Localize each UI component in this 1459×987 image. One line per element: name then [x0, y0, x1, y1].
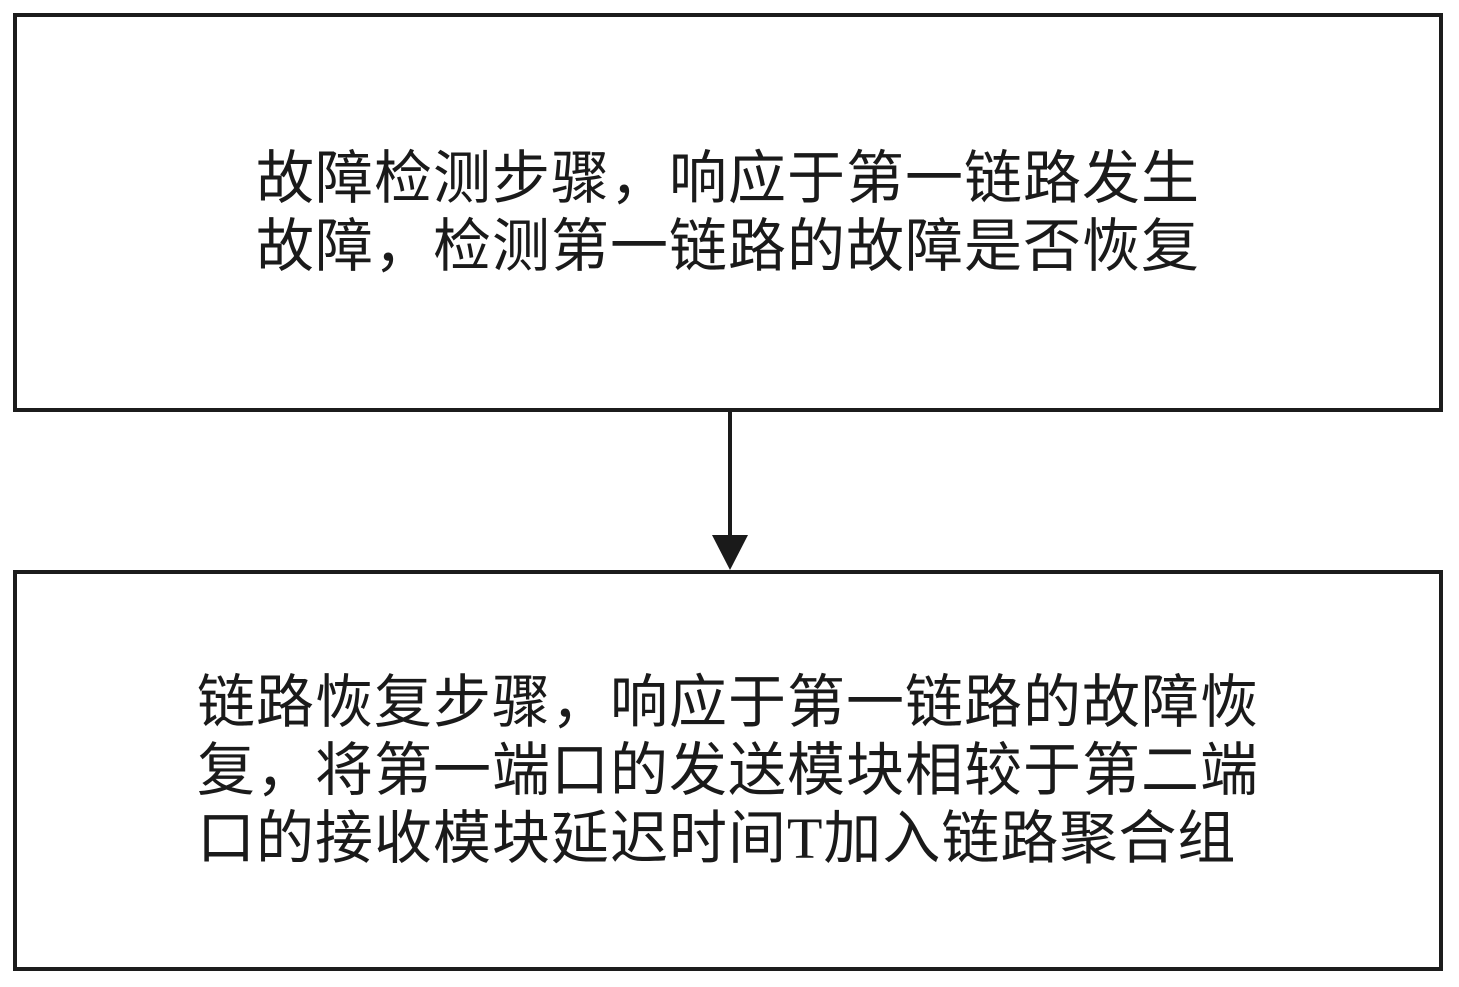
text-line: 复，将第一端口的发送模块相较于第二端 — [196, 737, 1259, 803]
flowchart-box-link-recovery: 链路恢复步骤，响应于第一链路的故障恢 复，将第一端口的发送模块相较于第二端 口的… — [13, 570, 1443, 971]
down-arrow-icon — [712, 412, 748, 570]
fault-detection-text: 故障检测步骤，响应于第一链路发生 故障，检测第一链路的故障是否恢复 — [256, 145, 1200, 281]
text-line: 故障检测步骤，响应于第一链路发生 — [255, 145, 1200, 211]
text-line: 口的接收模块延迟时间T加入链路聚合组 — [196, 805, 1237, 871]
text-line: 链路恢复步骤，响应于第一链路的故障恢 — [196, 669, 1259, 735]
link-recovery-text: 链路恢复步骤，响应于第一链路的故障恢 复，将第一端口的发送模块相较于第二端 口的… — [197, 669, 1259, 873]
text-line: 故障，检测第一链路的故障是否恢复 — [255, 213, 1200, 279]
flowchart-box-fault-detection: 故障检测步骤，响应于第一链路发生 故障，检测第一链路的故障是否恢复 — [13, 13, 1443, 412]
